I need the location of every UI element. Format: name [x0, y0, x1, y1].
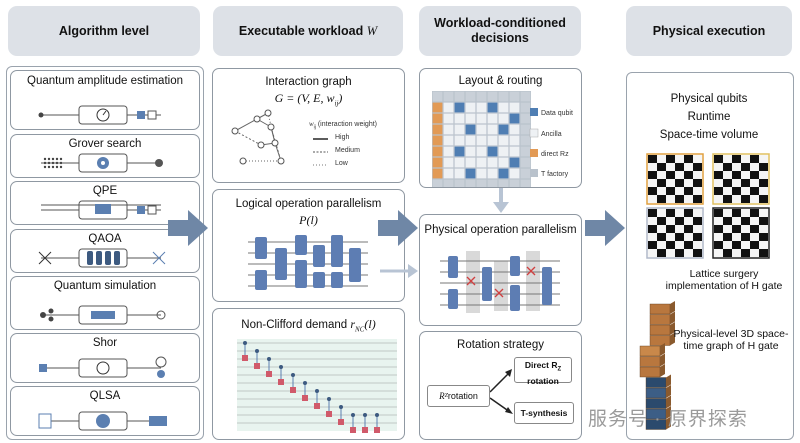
rotation-strategy-title: Rotation strategy [457, 339, 544, 351]
ig-legend-w-sub: ij [313, 124, 316, 131]
algorithm-box: QAOA [10, 229, 200, 273]
ig-legend-w-rest: (interaction weight) [315, 121, 377, 128]
arrow-decisions-to-physical [585, 210, 625, 246]
layout-routing-panel: Layout & routing Data qubit Ancilla dire… [419, 68, 582, 188]
arrow-layout-down [493, 188, 509, 213]
rotation-strategy-svg [489, 369, 513, 414]
rz-symbol: R [439, 391, 445, 401]
algorithm-box: Quantum simulation [10, 276, 200, 330]
arrow-algo-to-workload [168, 210, 208, 246]
gauge-icon [38, 105, 161, 125]
nc-formula-sub: NC [355, 325, 365, 334]
layout-legend-t-factory: T factory [541, 171, 569, 178]
layout-routing-title: Layout & routing [458, 75, 543, 87]
header-algorithm-level: Algorithm level [8, 6, 200, 56]
non-clifford-panel: Non-Clifford demand rNC(l) [212, 308, 405, 440]
header-physical-execution: Physical execution [626, 6, 792, 56]
simulation-icon [40, 305, 166, 325]
algorithm-label: Shor [92, 337, 118, 349]
non-clifford-formula: rNC(l) [350, 317, 376, 334]
watermark-text: 服务号 · 原界探索 [588, 409, 748, 430]
non-clifford-title-row: Non-Clifford demand rNC(l) [213, 317, 404, 333]
rz-rotation-text: rotation [447, 391, 478, 401]
algorithm-box: Grover search [10, 134, 200, 178]
header-algorithm-text: Algorithm level [58, 23, 150, 38]
spacetime-graph-figure [636, 300, 676, 432]
layout-legend-direct-rz: direct Rz [541, 151, 569, 158]
layout-legend-ancilla: Ancilla [541, 131, 562, 138]
header-workload-symbol: W [366, 23, 378, 38]
layout-legend-data-qubit: Data qubit [541, 110, 573, 117]
arrow-workload-to-physical-parallelism [380, 264, 418, 278]
interaction-graph-svg [231, 109, 328, 166]
ig-formula-sub: ij [334, 99, 339, 108]
direct-rz-rotation-text: rotation [527, 375, 559, 386]
spacetime-graph-svg [639, 301, 675, 430]
header-executable-workload: Executable workload W [213, 6, 403, 56]
lattice-surgery-figure [644, 151, 774, 263]
qaoa-icon [38, 248, 166, 268]
shor-icon [39, 356, 167, 378]
layout-grid-svg [432, 91, 539, 187]
logical-parallelism-panel: Logical operation parallelism P(l) [212, 189, 405, 302]
algorithm-label: QPE [92, 185, 118, 197]
ig-legend-medium: Medium [335, 147, 360, 154]
non-clifford-title: Non-Clifford demand [241, 319, 348, 331]
algorithm-label: Quantum simulation [53, 280, 157, 292]
algorithm-box: QLSA [10, 386, 200, 436]
interaction-graph-formula: G = (V, E, wij) [213, 91, 404, 107]
ig-legend-w: w [309, 120, 314, 128]
physical-metrics: Physical qubits Runtime Space-time volum… [626, 90, 792, 144]
algorithm-label: Grover search [68, 138, 142, 150]
ig-legend-high: High [335, 134, 350, 141]
header-workload-decisions: Workload-conditioned decisions [419, 6, 581, 56]
nc-formula-end: (l) [364, 317, 376, 331]
ig-legend-title: wij (interaction weight) [309, 120, 377, 130]
physical-parallelism-title: Physical operation parallelism [424, 224, 577, 236]
ig-formula-main: G = (V, E, w [274, 91, 335, 105]
interaction-graph-title: Interaction graph [265, 76, 352, 88]
circuit-icon [41, 200, 161, 220]
ig-formula-end: ) [338, 91, 343, 105]
algorithm-label: Quantum amplitude estimation [27, 75, 183, 87]
spacetime-caption: Physical-level 3D space-time graph of H … [673, 328, 789, 352]
direct-rz-text: Direct R [524, 360, 558, 370]
algorithm-box: Quantum amplitude estimation [10, 70, 200, 130]
header-physical-text: Physical execution [652, 23, 766, 38]
algorithm-box: QPE [10, 181, 200, 225]
nc-formula-r: r [350, 317, 356, 331]
non-clifford-svg [237, 339, 397, 433]
lattice-surgery-svg [646, 153, 770, 259]
logical-parallelism-svg [248, 235, 368, 290]
physical-parallelism-svg [440, 251, 560, 313]
physical-parallelism-panel: Physical operation parallelism [419, 214, 582, 326]
metric-runtime: Runtime [687, 111, 731, 123]
logical-parallelism-title: Logical operation parallelism [235, 198, 382, 210]
logical-parallelism-formula: P(l) [299, 213, 318, 227]
grover-icon [41, 153, 163, 173]
header-workload-text: Executable workload [238, 23, 364, 38]
arrow-workload-to-decisions [378, 210, 418, 246]
rz-sub: Z [444, 393, 448, 399]
algorithm-box: Shor [10, 333, 200, 383]
interaction-graph-panel: Interaction graph G = (V, E, wij) [212, 68, 405, 183]
ig-legend-low: Low [335, 160, 348, 167]
algorithm-label: QLSA [89, 390, 121, 402]
algorithm-label: QAOA [88, 233, 122, 245]
direct-rz-sub: Z [557, 366, 562, 373]
t-synthesis-box: T-synthesis [514, 402, 574, 424]
qlsa-icon [38, 411, 167, 431]
metric-space-time-volume: Space-time volume [659, 129, 759, 141]
lattice-caption: Lattice surgery implementation of H gate [665, 268, 783, 292]
metric-physical-qubits: Physical qubits [670, 93, 748, 105]
header-decisions-text: Workload-conditioned decisions [434, 16, 566, 45]
